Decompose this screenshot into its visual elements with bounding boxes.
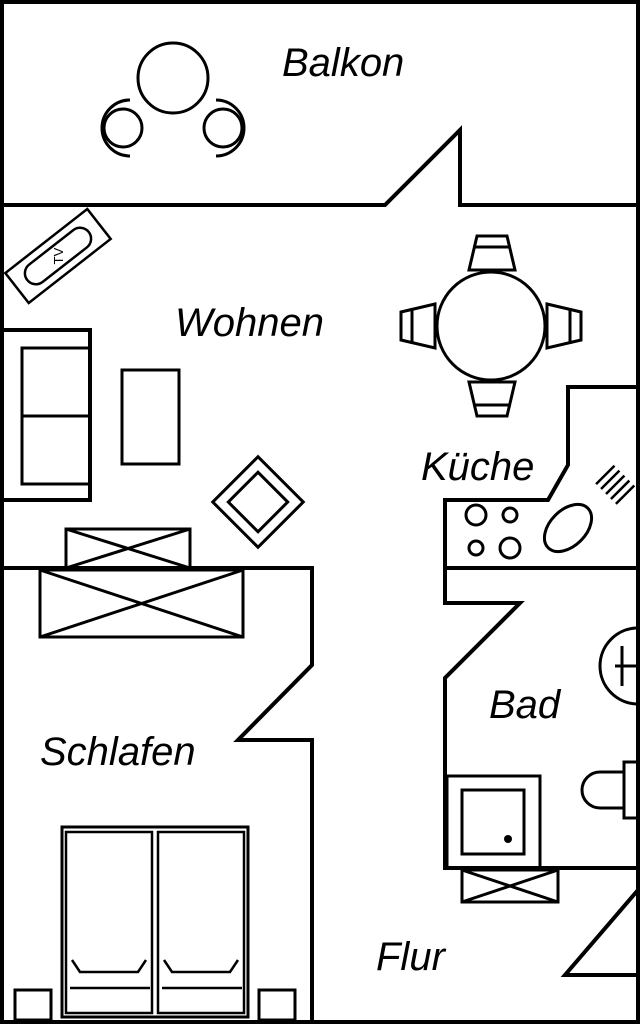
stove-burner-icon [501,506,519,524]
wardrobe [38,568,245,639]
room-label-balkon: Balkon [282,41,404,85]
pillow-left [70,959,148,974]
bathroom-cabinet [460,868,560,904]
balcony-wall [2,125,638,207]
bedroom: Schlafen [13,527,297,1022]
dining-table [435,270,547,382]
stove-burner-icon [467,539,485,557]
dining-chair-left [399,302,437,350]
room-label-kueche: Küche [421,445,534,489]
dining-set [399,234,583,418]
dining-chair-bottom [467,380,517,418]
kitchen: Küche [421,445,636,560]
shower-drain-icon [504,835,512,843]
dresser [64,527,192,570]
nightstand-left [13,988,53,1022]
living-room: TV Wohnen [3,207,324,550]
tv-label: TV [51,247,66,264]
bed-right [156,830,246,1015]
balcony-chair-left [100,98,144,158]
room-label-schlafen: Schlafen [40,730,196,774]
room-label-flur: Flur [376,935,447,979]
coffee-table [120,368,181,466]
balcony-chair-right [202,98,246,158]
sofa [20,346,92,486]
kitchen-sink [542,464,636,554]
room-label-wohnen: Wohnen [175,301,324,345]
stove-burner-icon [464,503,488,527]
stove-burner-icon [498,536,522,560]
bed-left [64,830,154,1015]
tv-unit: TV [3,207,113,305]
dining-chair-right [545,302,583,350]
bedroom-wall [2,566,314,1022]
nightstand-right [257,988,297,1022]
stove [464,503,522,560]
shower [445,774,542,870]
bathroom: Bad [445,626,640,904]
balcony-furniture: Balkon [100,41,404,158]
dining-chair-top [467,234,517,272]
armchair [210,454,306,550]
toilet [580,760,640,820]
double-bed [60,825,250,1019]
washbasin [598,626,639,706]
room-label-bad: Bad [489,683,562,727]
balcony-table [136,41,210,115]
pillow-right [162,959,240,974]
hall-wall [560,888,640,977]
